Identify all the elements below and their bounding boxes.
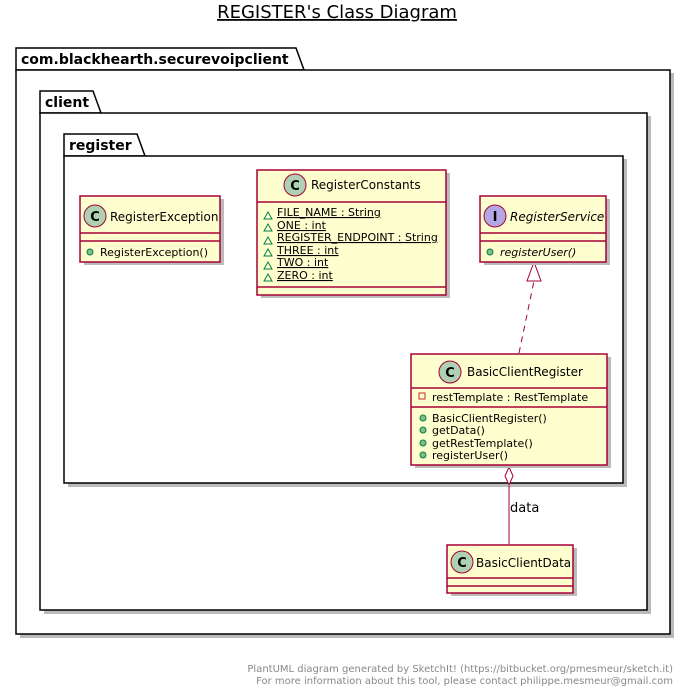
aggregation-arrow: data <box>504 465 539 544</box>
package-visibility-icon <box>263 260 273 270</box>
field-item: restTemplate : RestTemplate <box>432 391 588 404</box>
class-name: RegisterException <box>110 210 218 224</box>
method-item: getData() <box>432 424 485 437</box>
interface-badge-icon <box>483 204 507 228</box>
public-method-icon <box>486 248 494 256</box>
field-item: ZERO : int <box>277 269 334 282</box>
method-item: registerUser() <box>432 449 508 462</box>
interface-badge-letter: I <box>493 210 498 225</box>
package-visibility-icon <box>263 247 273 257</box>
class-badge-letter: C <box>457 556 467 571</box>
diagram-title: REGISTER's Class Diagram <box>217 2 457 23</box>
class-badge-icon <box>450 550 474 574</box>
class-register-constants[interactable]: C RegisterConstants FILE_NAME : String O… <box>256 169 450 298</box>
package-visibility-icon <box>263 272 273 282</box>
class-register-exception[interactable]: C RegisterException RegisterException() <box>79 195 224 265</box>
class-badge-icon <box>283 173 307 197</box>
method-item: RegisterException() <box>100 246 208 259</box>
method-item: getRestTemplate() <box>432 437 533 450</box>
public-method-icon <box>86 248 94 256</box>
public-method-icon <box>419 426 427 434</box>
public-method-icon <box>419 451 427 459</box>
package-outer-label: com.blackhearth.securevoipclient <box>21 52 289 68</box>
field-item: ONE : int <box>277 219 327 232</box>
field-item: TWO : int <box>276 256 329 269</box>
class-basic-client-data[interactable]: C BasicClientData <box>446 544 577 596</box>
field-item: REGISTER_ENDPOINT : String <box>277 231 438 244</box>
class-badge-icon <box>83 204 107 228</box>
interface-register-service[interactable]: I RegisterService registerUser() <box>479 195 610 265</box>
package-visibility-icon <box>263 235 273 245</box>
class-badge-letter: C <box>290 179 300 194</box>
method-item: BasicClientRegister() <box>432 412 547 425</box>
field-item: FILE_NAME : String <box>277 206 381 219</box>
class-badge-letter: C <box>445 366 455 381</box>
class-basic-client-register[interactable]: C BasicClientRegister restTemplate : Res… <box>410 353 611 468</box>
package-register-label: register <box>69 138 132 154</box>
package-visibility-icon <box>263 210 273 220</box>
package-client-label: client <box>45 95 89 111</box>
private-field-icon <box>418 392 426 400</box>
realization-arrow <box>518 260 542 354</box>
footer-line-2: For more information about this tool, pl… <box>256 676 673 687</box>
public-method-icon <box>419 439 427 447</box>
footer-line-1: PlantUML diagram generated by SketchIt! … <box>247 664 673 675</box>
class-name: RegisterConstants <box>311 178 421 192</box>
field-item: THREE : int <box>276 244 339 257</box>
aggregation-label: data <box>510 501 539 516</box>
public-method-icon <box>419 414 427 422</box>
class-name: BasicClientData <box>476 556 571 570</box>
class-badge-letter: C <box>90 210 100 225</box>
method-item: registerUser() <box>500 246 576 259</box>
class-name: BasicClientRegister <box>467 365 583 379</box>
class-badge-icon <box>438 360 462 384</box>
class-name: RegisterService <box>510 210 604 224</box>
package-visibility-icon <box>263 222 273 232</box>
